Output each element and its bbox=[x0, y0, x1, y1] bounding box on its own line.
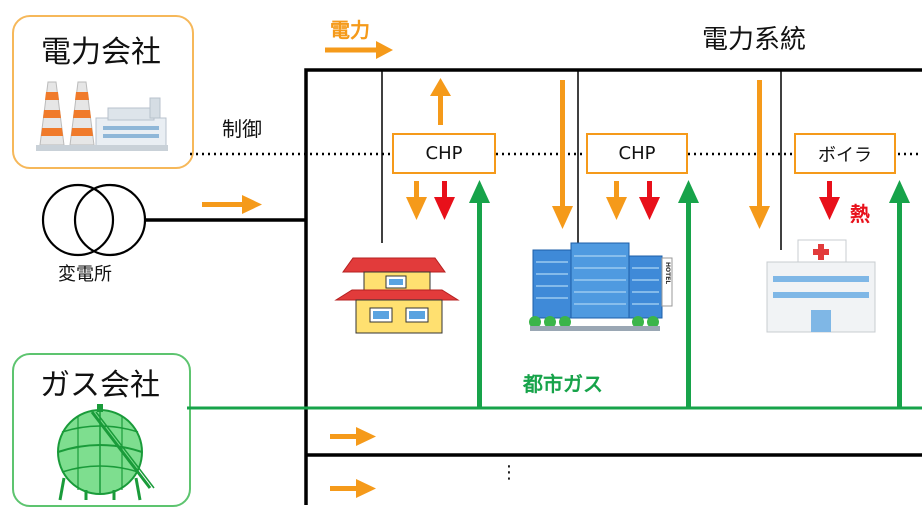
grid-title: 電力系統 bbox=[702, 25, 807, 55]
power-plant-icon bbox=[36, 81, 168, 151]
gas-tank-icon bbox=[57, 404, 155, 501]
substation-label: 変電所 bbox=[58, 264, 112, 285]
chp-unit-2-label: CHP bbox=[618, 143, 656, 164]
gas-arrows bbox=[469, 180, 910, 408]
feeder-lines bbox=[381, 70, 782, 250]
hospital-icon bbox=[766, 239, 876, 333]
heat-label: 熱 bbox=[850, 202, 870, 226]
heat-arrows bbox=[434, 181, 840, 220]
control-label: 制御 bbox=[222, 117, 262, 141]
house-icon bbox=[334, 257, 460, 334]
chp-unit-1-label: CHP bbox=[425, 143, 463, 164]
chp-unit-1: CHP bbox=[392, 133, 496, 174]
substation-icon bbox=[41, 183, 147, 257]
power-legend-arrow bbox=[325, 41, 393, 59]
power-legend-label: 電力 bbox=[330, 18, 370, 42]
boiler-unit: ボイラ bbox=[794, 133, 896, 174]
hotel-sign: HOTEL bbox=[664, 262, 671, 285]
hotel-icon bbox=[529, 242, 673, 331]
grid-frame bbox=[145, 68, 922, 505]
more-rows-ellipsis: ⋮ bbox=[500, 462, 518, 483]
city-gas-label: 都市ガス bbox=[523, 372, 603, 396]
chp-unit-2: CHP bbox=[586, 133, 688, 174]
power-arrows bbox=[202, 78, 770, 498]
boiler-unit-label: ボイラ bbox=[818, 144, 872, 166]
gas-company-name: ガス会社 bbox=[40, 368, 160, 403]
power-company-name: 電力会社 bbox=[41, 35, 161, 70]
